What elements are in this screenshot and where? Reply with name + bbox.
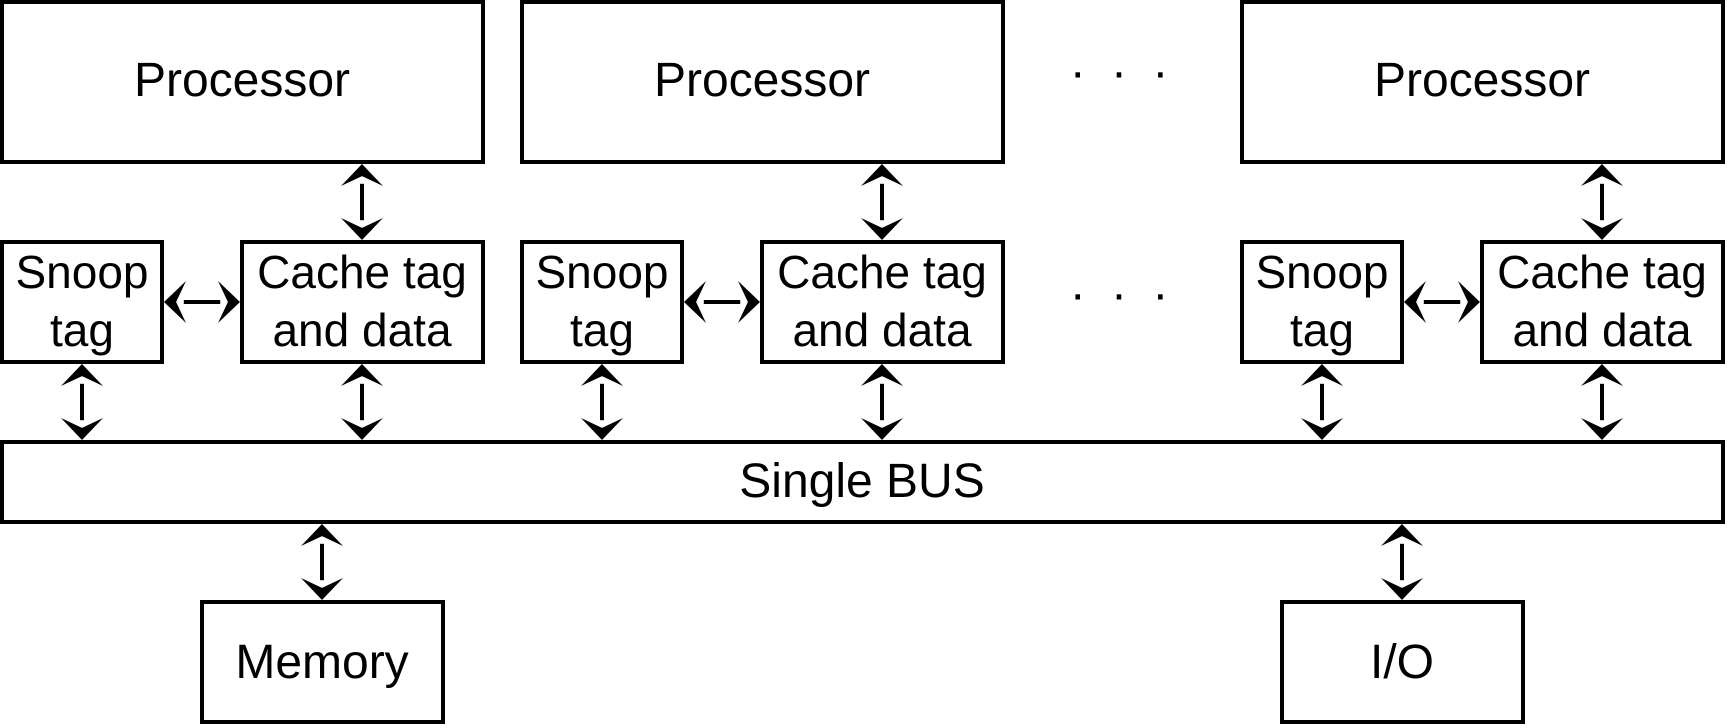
io-device: I/O <box>1280 600 1525 724</box>
processor-1: Processor <box>0 0 485 164</box>
ellipsis-middle: · · · <box>1070 268 1175 321</box>
arrow-cache-2-bus <box>861 364 903 440</box>
processor-1-label: Processor <box>134 54 350 107</box>
processor-2-label: Processor <box>654 54 870 107</box>
cache-n-line1: Cache tag <box>1497 246 1707 298</box>
single-bus-label: Single BUS <box>739 455 984 508</box>
processor-n: Processor <box>1240 0 1725 164</box>
cache-1-line2: and data <box>272 304 451 356</box>
cache-2: Cache tag and data <box>760 240 1005 364</box>
cache-2-line1: Cache tag <box>777 246 987 298</box>
cache-1: Cache tag and data <box>240 240 485 364</box>
cache-1-line1: Cache tag <box>257 246 467 298</box>
arrow-snoop-n-bus <box>1301 364 1343 440</box>
snoop-tag-2-line1: Snoop <box>535 246 668 298</box>
arrow-bus-io <box>1381 524 1423 600</box>
io-label: I/O <box>1370 636 1434 689</box>
snoop-tag-n-line2: tag <box>1290 304 1354 356</box>
snoop-tag-1: Snoop tag <box>0 240 164 364</box>
processor-n-label: Processor <box>1374 54 1590 107</box>
cache-2-line2: and data <box>792 304 971 356</box>
snoop-tag-n: Snoop tag <box>1240 240 1404 364</box>
arrow-cache-n-bus <box>1581 364 1623 440</box>
cache-n: Cache tag and data <box>1480 240 1725 364</box>
memory-label: Memory <box>235 636 408 689</box>
snoop-tag-1-line2: tag <box>50 304 114 356</box>
arrow-snoop-2-cache-2 <box>684 281 760 323</box>
snoop-tag-n-line1: Snoop <box>1255 246 1388 298</box>
snoop-tag-1-line1: Snoop <box>15 246 148 298</box>
arrow-snoop-1-bus <box>61 364 103 440</box>
arrow-cache-1-bus <box>341 364 383 440</box>
arrow-bus-memory <box>301 524 343 600</box>
arrow-processor-2-cache-2 <box>861 164 903 240</box>
arrow-snoop-2-bus <box>581 364 623 440</box>
processor-2: Processor <box>520 0 1005 164</box>
arrow-snoop-1-cache-1 <box>164 281 240 323</box>
cache-n-line2: and data <box>1512 304 1691 356</box>
arrow-processor-n-cache-n <box>1581 164 1623 240</box>
snoop-tag-2: Snoop tag <box>520 240 684 364</box>
snoop-tag-2-line2: tag <box>570 304 634 356</box>
arrows <box>61 164 1623 600</box>
ellipsis-top: · · · <box>1070 46 1175 99</box>
single-bus: Single BUS <box>0 440 1725 524</box>
arrow-processor-1-cache-1 <box>341 164 383 240</box>
arrow-snoop-n-cache-n <box>1404 281 1480 323</box>
memory: Memory <box>200 600 445 724</box>
